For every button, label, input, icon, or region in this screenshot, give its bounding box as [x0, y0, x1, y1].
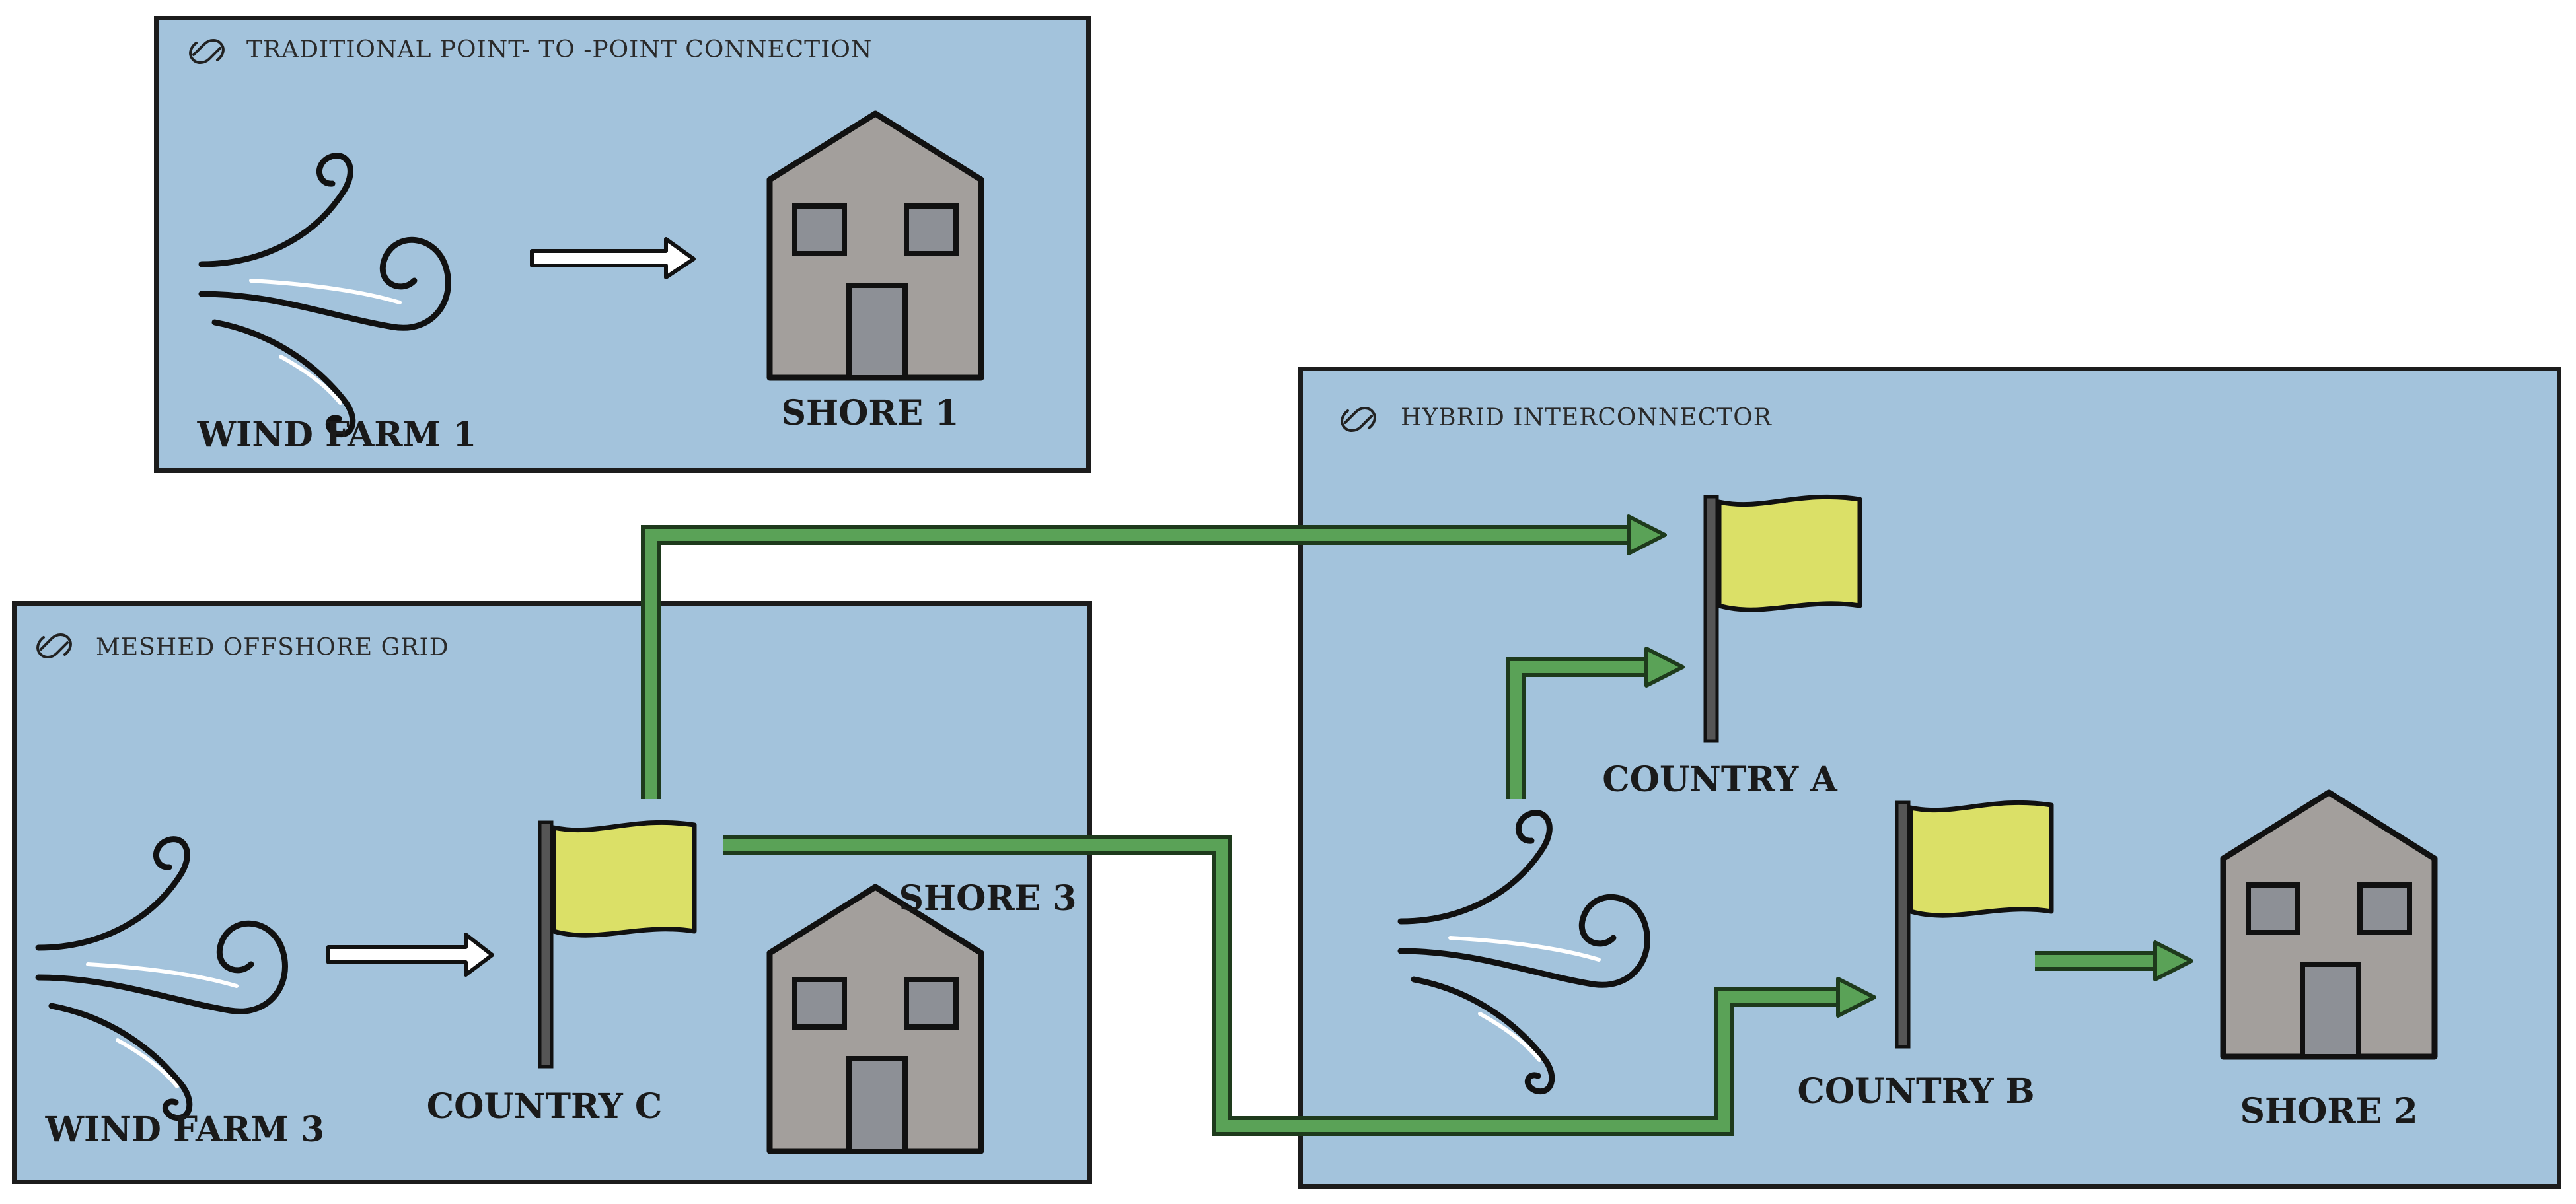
label-wind-farm-1: WIND FARM 1	[197, 415, 477, 455]
label-shore-2: SHORE 2	[2240, 1091, 2418, 1131]
connector-c-to-a	[645, 529, 1637, 799]
panel-title-traditional: TRADITIONAL POINT- TO -POINT CONNECTION	[246, 36, 873, 63]
arrowhead-icon	[2153, 940, 2193, 981]
label-shore-1: SHORE 1	[781, 393, 959, 433]
link-icon	[189, 39, 225, 64]
link-icon	[36, 633, 72, 658]
flag-icon	[540, 822, 694, 1067]
arrowhead-icon	[1836, 977, 1876, 1018]
outline-arrow-icon	[530, 237, 696, 279]
label-shore-3: SHORE 3	[899, 878, 1077, 919]
wind-icon	[1401, 813, 1647, 1092]
label-country-b: COUNTRY B	[1797, 1071, 2035, 1112]
flag-icon	[1897, 802, 2051, 1047]
house-icon	[770, 114, 981, 378]
arrowhead-icon	[1627, 514, 1667, 555]
panel-title-meshed: MESHED OFFSHORE GRID	[96, 634, 449, 661]
house-icon	[770, 887, 981, 1151]
wind-icon	[38, 839, 285, 1118]
house-icon	[2223, 793, 2435, 1057]
connector-c-to-b	[723, 839, 1845, 1132]
arrowhead-icon	[1644, 647, 1685, 688]
panel-title-hybrid: HYBRID INTERCONNECTOR	[1401, 404, 1772, 431]
label-country-a: COUNTRY A	[1602, 760, 1837, 800]
link-icon	[1341, 407, 1376, 432]
label-country-c: COUNTRY C	[426, 1086, 663, 1127]
outline-arrow-icon	[326, 933, 494, 977]
label-wind-farm-3: WIND FARM 3	[45, 1110, 325, 1150]
wind-icon	[202, 156, 448, 435]
flag-icon	[1705, 497, 1860, 741]
connector-wind-to-a	[1510, 661, 1654, 799]
